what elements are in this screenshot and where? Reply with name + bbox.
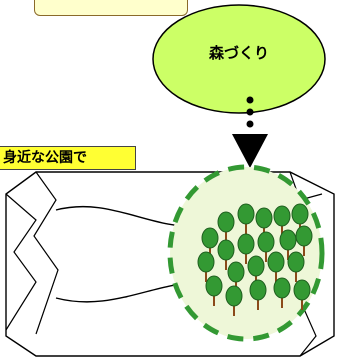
tree-icon xyxy=(217,239,235,270)
tree-icon xyxy=(273,277,291,308)
tree-icon xyxy=(273,205,291,236)
park-inner-line xyxy=(5,193,37,331)
tree-icon xyxy=(237,203,255,234)
tree-icon xyxy=(225,285,243,316)
tree-icon xyxy=(201,227,219,258)
tree-icon xyxy=(237,233,255,264)
tree-icon xyxy=(257,231,275,262)
arrow-down-icon xyxy=(232,134,268,168)
tree-icon xyxy=(279,229,297,260)
park-inner-line xyxy=(299,299,317,357)
tree-cluster xyxy=(197,203,313,316)
bubble-ellipse xyxy=(152,4,326,114)
top-banner-box xyxy=(34,0,188,16)
tree-icon xyxy=(249,279,267,310)
bubble-label: 森づくり xyxy=(208,44,269,62)
dot xyxy=(246,120,254,128)
tree-icon xyxy=(293,279,311,310)
tree-icon xyxy=(205,275,223,306)
dot xyxy=(246,108,254,116)
tree-icon xyxy=(295,225,313,256)
tree-icon xyxy=(197,251,215,282)
park-label: 身近な公園で xyxy=(0,146,136,170)
dot xyxy=(246,96,254,104)
park-inner-line xyxy=(33,171,59,335)
tree-icon xyxy=(287,251,305,282)
tree-icon xyxy=(267,251,285,282)
tree-icon xyxy=(227,261,245,292)
tree-icon xyxy=(255,207,273,238)
